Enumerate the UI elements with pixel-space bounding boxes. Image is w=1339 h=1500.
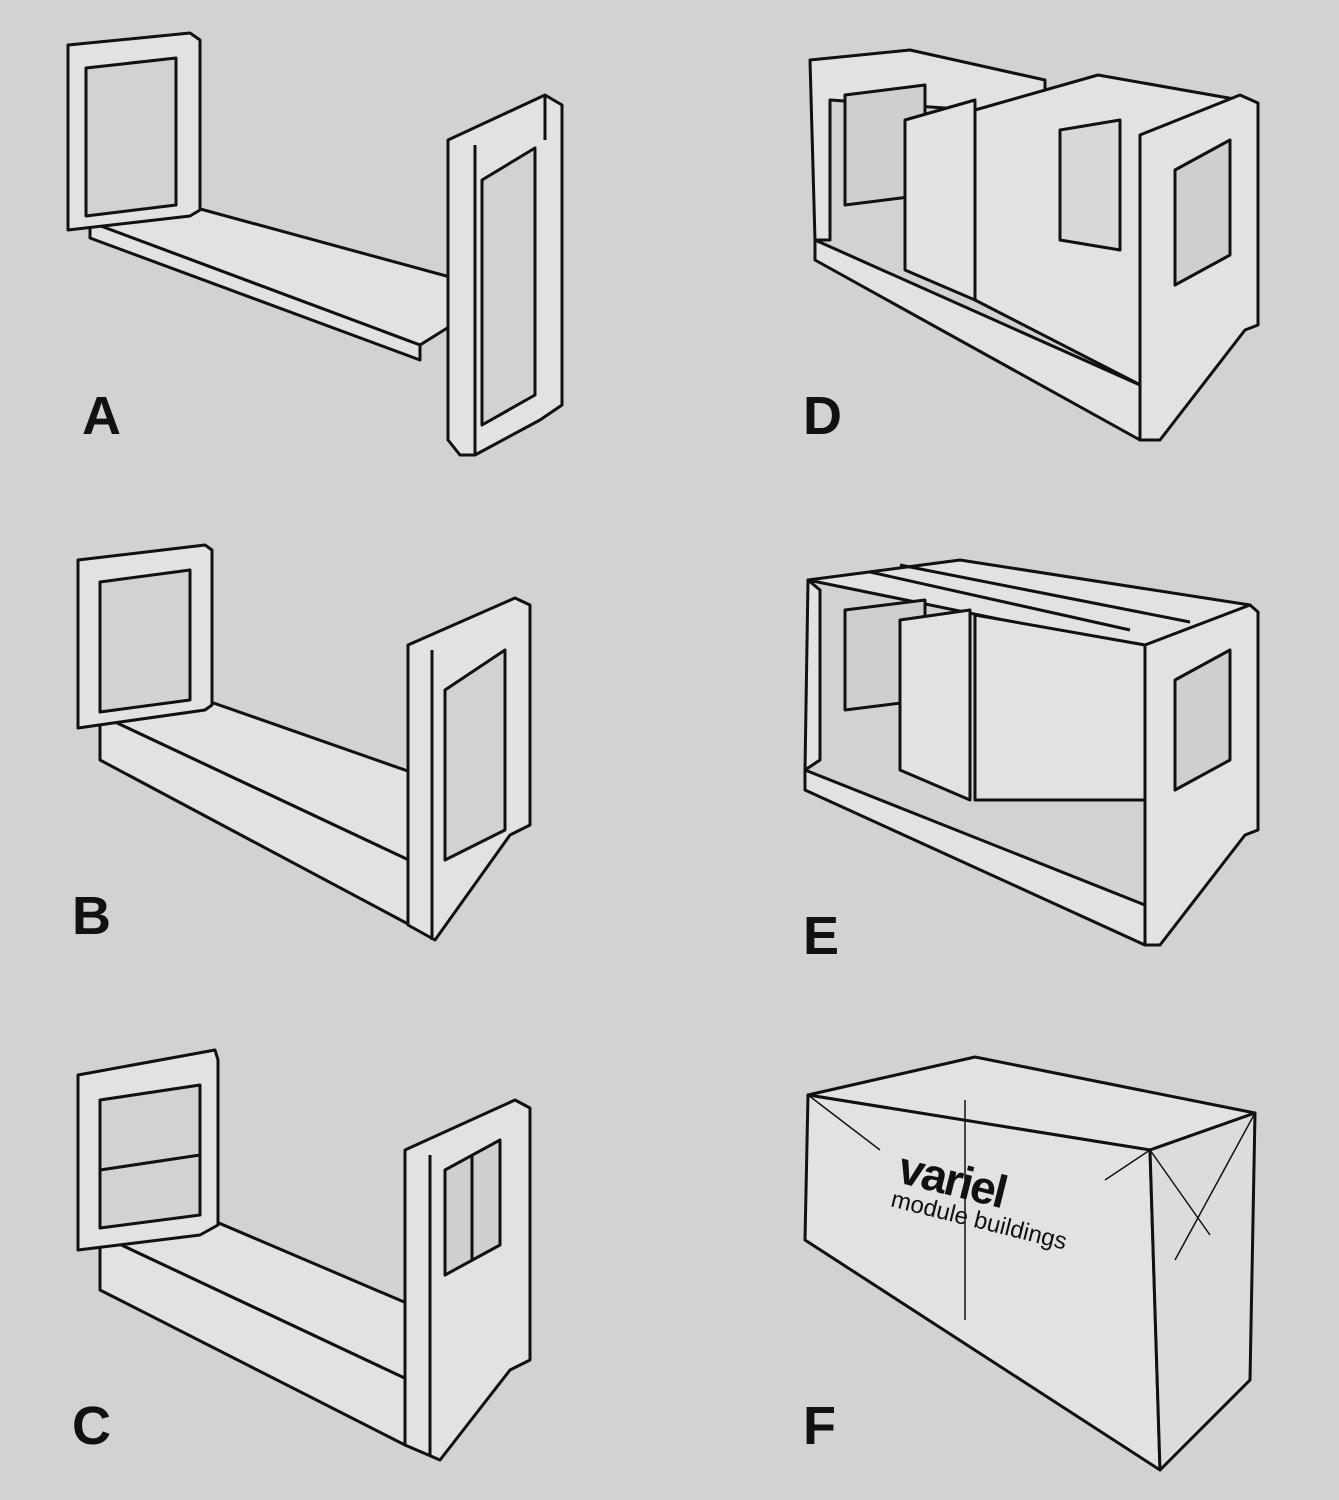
panel-f-drawing [803, 1055, 1257, 1472]
panel-label-d: D [803, 386, 842, 446]
panel-label-f: F [803, 1396, 836, 1456]
panel-label-b: B [72, 886, 111, 946]
panel-label-a: A [82, 386, 121, 446]
panel-b-drawing [76, 543, 532, 942]
panel-e-drawing [803, 558, 1260, 947]
panel-c-drawing [76, 1048, 532, 1462]
panel-label-e: E [803, 906, 840, 966]
panel-a-drawing [66, 31, 564, 457]
panel-d-drawing [808, 48, 1260, 442]
panel-label-c: C [72, 1396, 111, 1456]
